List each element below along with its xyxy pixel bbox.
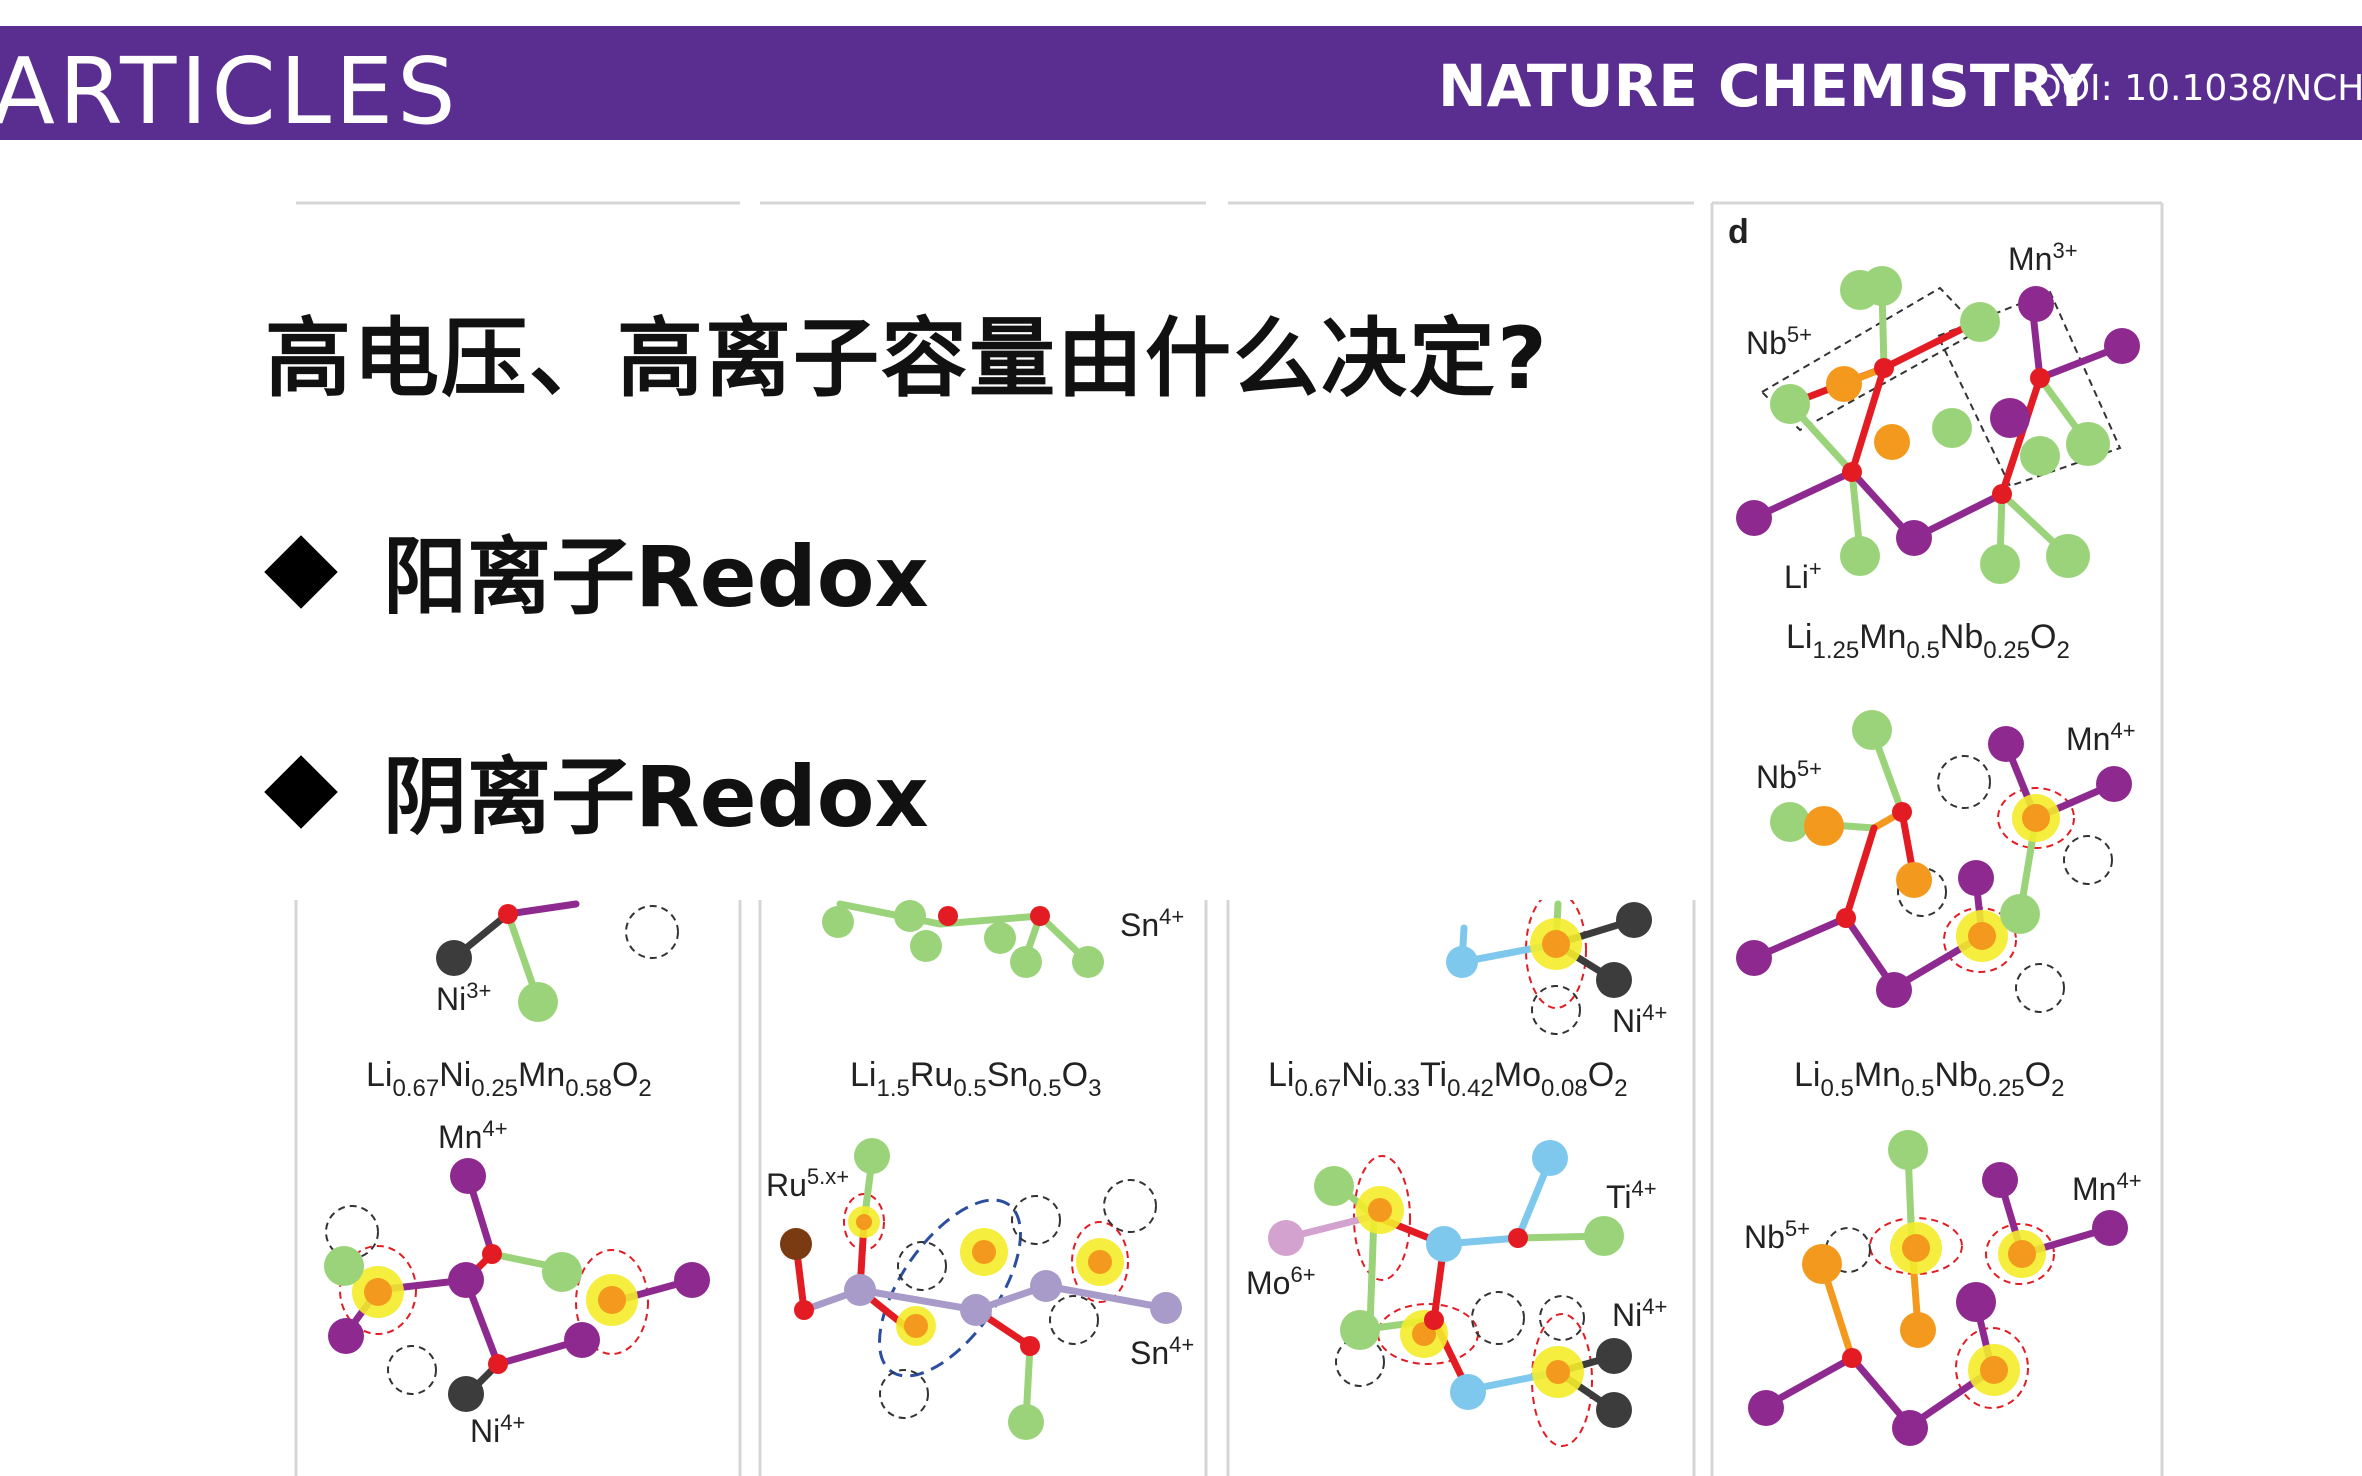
label-mn3: Mn3+ — [2008, 238, 2078, 277]
structure-col2-bottom: Ru5.x+ Sn4+ — [766, 1138, 1194, 1440]
label-mn4: Mn4+ — [2072, 1168, 2142, 1207]
journal-name: NATURE CHEMISTRY — [1438, 52, 2093, 120]
structure-col3-bottom: Ti4+ Mo6+ Ni4+ — [1246, 1140, 1667, 1447]
slide-overlay — [240, 260, 1700, 900]
bullet-label: 阳离子Redox — [383, 528, 929, 626]
bullet-label: 阴离子Redox — [383, 748, 929, 846]
journal-header-bar: ARTICLES NATURE CHEMISTRY DOI: 10.1038/N… — [0, 26, 2362, 145]
slide-question: 高电压、高离子容量由什么决定? — [265, 309, 1549, 409]
label-nb5: Nb5+ — [1746, 322, 1812, 361]
label-ni4: Ni4+ — [1612, 1000, 1667, 1039]
diamond-bullet-icon — [264, 535, 338, 609]
formula-caption: Li0.67Ni0.25Mn0.58O2 — [366, 1056, 652, 1102]
panel-letter-d: d — [1728, 213, 1749, 251]
formula-caption: Li1.25Mn0.5Nb0.25O2 — [1786, 618, 2070, 664]
bullet-item: 阳离子Redox — [264, 510, 929, 631]
doi-text: DOI: 10.1038/NCHE — [2034, 68, 2362, 109]
label-ni3: Ni3+ — [436, 978, 491, 1017]
label-li: Li+ — [1784, 556, 1822, 595]
label-mn4: Mn4+ — [2066, 718, 2136, 757]
label-ni4: Ni4+ — [1612, 1294, 1667, 1333]
structure-col2-partial: Sn4+ — [822, 900, 1184, 978]
formula-caption: Li0.5Mn0.5Nb0.25O2 — [1794, 1056, 2064, 1102]
formula-captions: Li0.67Ni0.25Mn0.58O2 Li1.5Ru0.5Sn0.5O3 L… — [366, 618, 2070, 1102]
structure-li125-mn05-nb025: Mn3+ Nb5+ Li+ — [1736, 238, 2140, 595]
structure-bottom-right: Mn4+ Nb5+ — [1744, 1130, 2142, 1446]
label-ni4: Ni4+ — [470, 1410, 525, 1449]
formula-caption: Li1.5Ru0.5Sn0.5O3 — [850, 1056, 1101, 1102]
label-ti4: Ti4+ — [1606, 1176, 1657, 1215]
label-mn4: Mn4+ — [438, 1116, 508, 1155]
bullet-item: 阴离子Redox — [264, 730, 929, 851]
diamond-bullet-icon — [264, 755, 338, 829]
label-nb5: Nb5+ — [1744, 1216, 1810, 1255]
structure-li05-mn05-nb025: Mn4+ Nb5+ — [1736, 710, 2136, 1013]
label-ru: Ru5.x+ — [766, 1164, 849, 1203]
structure-col1-bottom: Mn4+ Ni4+ — [324, 1116, 710, 1449]
formula-caption: Li0.67Ni0.33Ti0.42Mo0.08O2 — [1268, 1056, 1628, 1102]
label-sn4: Sn4+ — [1130, 1332, 1194, 1371]
structure-col3-partial: Ni4+ — [1446, 891, 1667, 1039]
label-nb5: Nb5+ — [1756, 756, 1822, 795]
section-title: ARTICLES — [0, 38, 460, 145]
label-mo6: Mo6+ — [1246, 1262, 1316, 1301]
atoms — [1736, 266, 2140, 584]
panel-borders — [294, 201, 2164, 1476]
structure-col1-partial: Ni3+ — [436, 900, 679, 1022]
dashed-octahedron-outline — [1936, 290, 2122, 488]
label-sn4: Sn4+ — [1120, 904, 1184, 943]
